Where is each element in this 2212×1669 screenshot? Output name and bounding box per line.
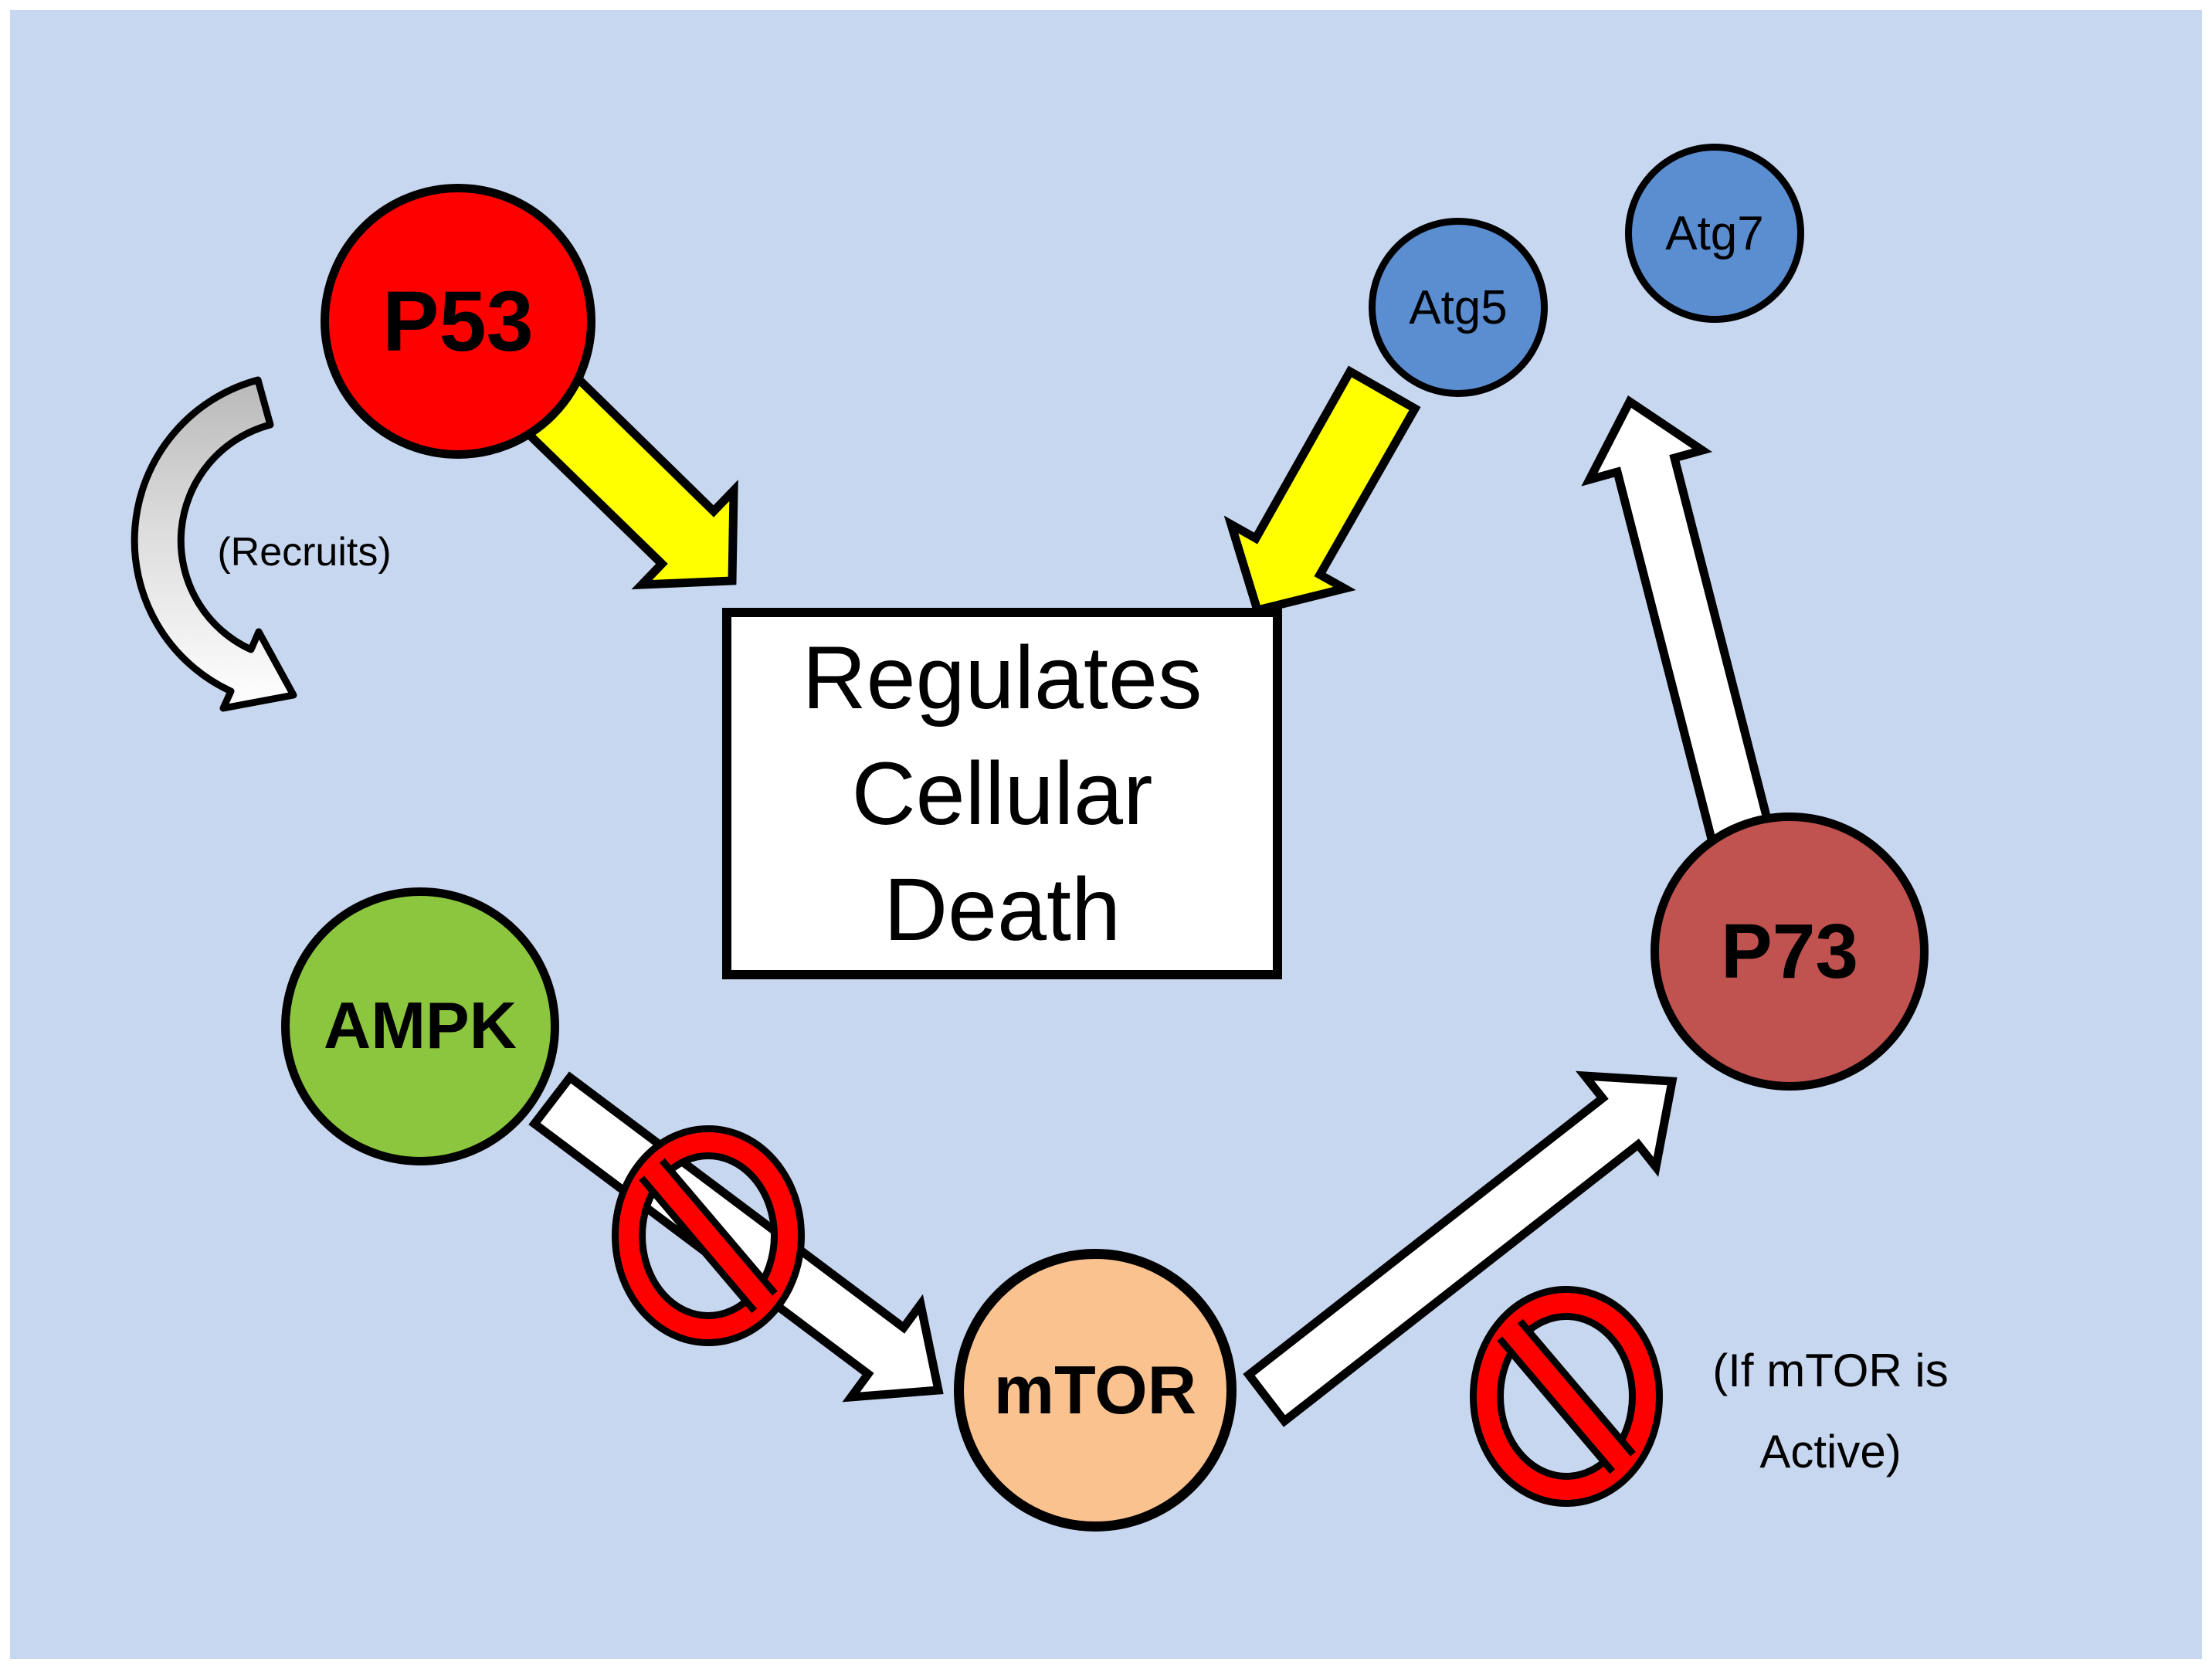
node-atg7-label: Atg7 — [1665, 206, 1764, 260]
node-p53-label: P53 — [382, 273, 534, 369]
center-box-line2: Cellular — [851, 744, 1153, 843]
node-p53: P53 — [321, 184, 595, 459]
node-ampk-label: AMPK — [323, 989, 517, 1063]
node-atg5: Atg5 — [1369, 218, 1548, 397]
node-p73: P73 — [1651, 812, 1929, 1091]
node-atg5-label: Atg5 — [1409, 280, 1508, 334]
node-atg7: Atg7 — [1625, 144, 1804, 323]
recruits-label: (Recruits) — [217, 530, 392, 575]
node-mtor-label: mTOR — [993, 1352, 1197, 1428]
if-mtor-active-line2: Active) — [1759, 1426, 1902, 1477]
regulates-cellular-death-box: Regulates Cellular Death — [722, 608, 1282, 979]
if-mtor-active-label: (If mTOR is Active) — [1637, 1330, 2024, 1492]
center-box-line1: Regulates — [802, 628, 1203, 728]
if-mtor-active-line1: (If mTOR is — [1712, 1345, 1949, 1396]
node-p73-label: P73 — [1721, 907, 1858, 995]
node-mtor: mTOR — [954, 1249, 1237, 1532]
node-ampk: AMPK — [281, 887, 559, 1165]
center-box-line3: Death — [884, 860, 1121, 959]
